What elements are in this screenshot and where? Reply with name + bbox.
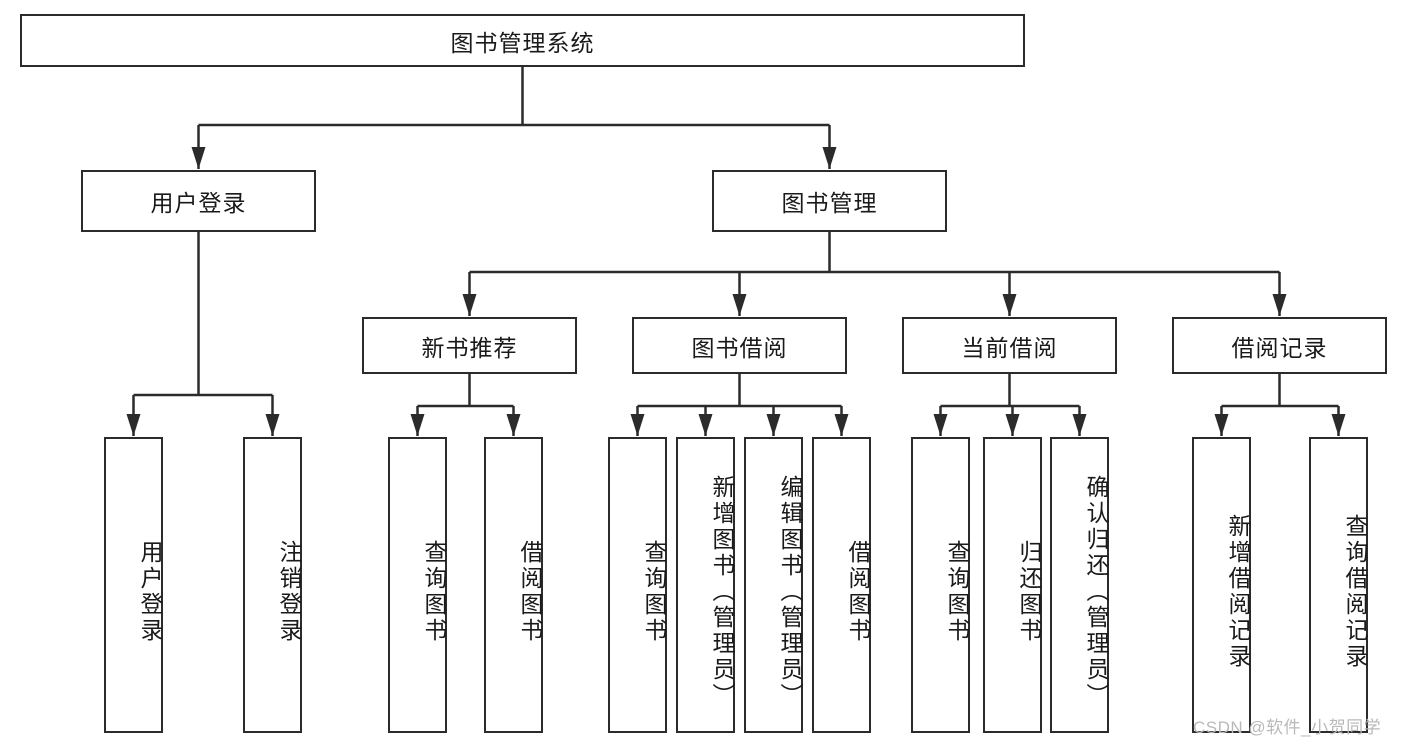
node-leaf-c-return[interactable]: 归还图书 bbox=[983, 437, 1042, 733]
arrowhead-icon bbox=[410, 414, 425, 436]
watermark: CSDN @软件_小贺同学 bbox=[1193, 718, 1382, 737]
arrowhead-icon bbox=[822, 147, 837, 169]
node-records[interactable]: 借阅记录 bbox=[1172, 317, 1387, 374]
node-label: 查询借阅记录 bbox=[1342, 514, 1368, 670]
arrowhead-icon bbox=[462, 294, 477, 316]
node-leaf-new-query[interactable]: 查询图书 bbox=[388, 437, 447, 733]
node-bookmgmt[interactable]: 图书管理 bbox=[712, 170, 947, 232]
node-leaf-b-borrow[interactable]: 借阅图书 bbox=[812, 437, 871, 733]
node-newbook[interactable]: 新书推荐 bbox=[362, 317, 577, 374]
arrowhead-icon bbox=[126, 414, 141, 436]
arrowhead-icon bbox=[766, 414, 781, 436]
arrowhead-icon bbox=[1331, 414, 1346, 436]
arrowhead-icon bbox=[191, 147, 206, 169]
node-label: 归还图书 bbox=[1016, 540, 1042, 644]
node-label: 查询图书 bbox=[944, 540, 970, 644]
node-leaf-b-query[interactable]: 查询图书 bbox=[608, 437, 667, 733]
node-label: 查询图书 bbox=[641, 540, 667, 644]
node-label: 新书推荐 bbox=[421, 334, 518, 361]
node-label: 新增借阅记录 bbox=[1225, 514, 1251, 670]
arrowhead-icon bbox=[1072, 414, 1087, 436]
node-label: 当前借阅 bbox=[961, 334, 1058, 361]
arrowhead-icon bbox=[1002, 294, 1017, 316]
node-label: 图书借阅 bbox=[691, 334, 788, 361]
node-label: 图书管理 bbox=[781, 190, 878, 216]
node-leaf-user-logout[interactable]: 注销登录 bbox=[243, 437, 302, 733]
node-leaf-new-borrow[interactable]: 借阅图书 bbox=[484, 437, 543, 733]
node-login[interactable]: 用户登录 bbox=[81, 170, 316, 232]
arrowhead-icon bbox=[732, 294, 747, 316]
node-label: 确认归还（管理员） bbox=[1083, 475, 1109, 709]
node-label: 查询图书 bbox=[421, 540, 447, 644]
arrowhead-icon bbox=[1272, 294, 1287, 316]
node-leaf-r-query[interactable]: 查询借阅记录 bbox=[1309, 437, 1368, 733]
node-leaf-user-login[interactable]: 用户登录 bbox=[104, 437, 163, 733]
node-leaf-b-edit[interactable]: 编辑图书（管理员） bbox=[744, 437, 803, 733]
arrowhead-icon bbox=[1005, 414, 1020, 436]
node-label: 用户登录 bbox=[150, 190, 247, 216]
node-label: 图书管理系统 bbox=[450, 29, 595, 56]
node-label: 新增图书（管理员） bbox=[709, 475, 735, 709]
arrowhead-icon bbox=[1214, 414, 1229, 436]
node-leaf-b-add[interactable]: 新增图书（管理员） bbox=[676, 437, 735, 733]
node-borrow[interactable]: 图书借阅 bbox=[632, 317, 847, 374]
node-root[interactable]: 图书管理系统 bbox=[20, 14, 1025, 67]
arrowhead-icon bbox=[630, 414, 645, 436]
arrowhead-icon bbox=[265, 414, 280, 436]
node-label: 借阅图书 bbox=[845, 540, 871, 644]
node-leaf-r-add[interactable]: 新增借阅记录 bbox=[1192, 437, 1251, 733]
node-label: 编辑图书（管理员） bbox=[777, 475, 803, 709]
node-label: 借阅图书 bbox=[517, 540, 543, 644]
node-label: 用户登录 bbox=[137, 540, 163, 644]
node-label: 借阅记录 bbox=[1231, 334, 1328, 361]
node-leaf-c-confirm[interactable]: 确认归还（管理员） bbox=[1050, 437, 1109, 733]
node-leaf-c-query[interactable]: 查询图书 bbox=[911, 437, 970, 733]
arrowhead-icon bbox=[506, 414, 521, 436]
arrowhead-icon bbox=[834, 414, 849, 436]
arrowhead-icon bbox=[933, 414, 948, 436]
node-current[interactable]: 当前借阅 bbox=[902, 317, 1117, 374]
arrowhead-icon bbox=[698, 414, 713, 436]
node-label: 注销登录 bbox=[276, 540, 302, 644]
